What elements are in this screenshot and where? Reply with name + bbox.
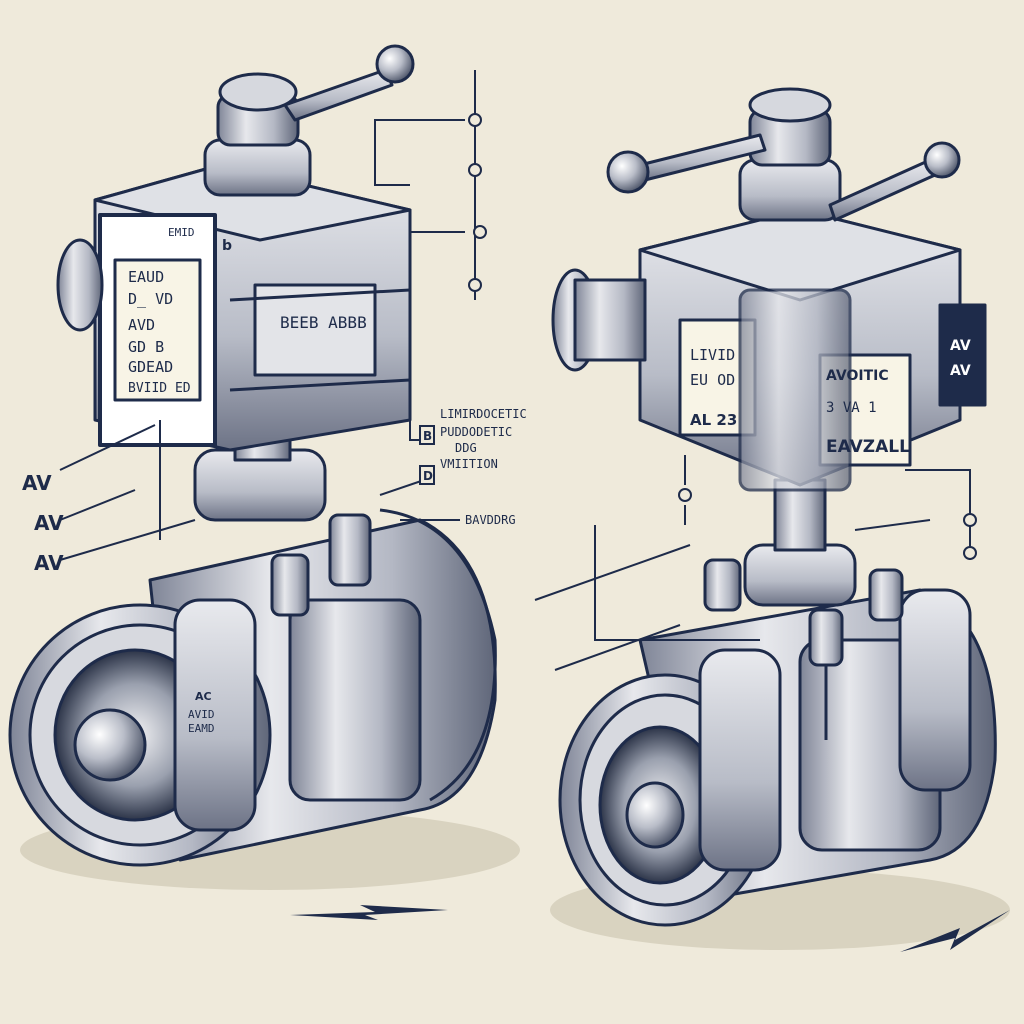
left-label-av-3: AV [34, 551, 64, 575]
left-valve [8, 44, 520, 890]
center-plate-label: BEEB ABBB [280, 313, 367, 332]
body-callout: BAVDDRG [465, 513, 516, 527]
side-tag-line-2: AV [950, 363, 971, 379]
left-plate-line-2: EU OD [690, 371, 735, 389]
right-plate-line-2: 3 VA 1 [826, 400, 877, 416]
side-plate-line-6: BVIID ED [128, 381, 191, 396]
callout-text-4: VMIITION [440, 457, 498, 471]
actuator-tag-top: EMID [168, 226, 195, 239]
callout-text-2: PUDDODETIC [440, 425, 512, 439]
left-plate-line-3: AL 23 [690, 411, 737, 429]
side-plate-line-5: GDEAD [128, 358, 173, 376]
right-valve [550, 87, 1010, 950]
callout-marker-4: D [423, 469, 433, 483]
callout-text-3: DDG [455, 441, 477, 455]
body-stamp-3: EAMD [188, 722, 215, 735]
right-plate-line-1: AVOITIC [826, 368, 889, 384]
left-callout-leaders [59, 70, 487, 920]
callout-marker-1: B [423, 429, 432, 443]
right-callout-leaders [534, 455, 1010, 952]
side-plate-line-3: AVD [128, 316, 155, 334]
body-stamp-1: AC [195, 690, 212, 703]
left-callouts: B LIMIRDOCETIC PUDDODETIC DDG D VMIITION… [22, 407, 527, 575]
left-label-av-1: AV [22, 471, 52, 495]
actuator-tag-small: b [222, 238, 232, 254]
right-plate-line-3: EAVZALL [826, 437, 910, 457]
left-plate-line-1: LIVID [690, 346, 735, 364]
callout-text-1: LIMIRDOCETIC [440, 407, 527, 421]
left-actuator-labels: EMID b EAUD D_ VD AVD GD B GDEAD BVIID E… [128, 226, 367, 735]
right-actuator-labels: LIVID EU OD AL 23 AVOITIC 3 VA 1 EAVZALL… [690, 338, 971, 457]
side-tag-line-1: AV [950, 338, 971, 354]
side-plate-line-2: D_ VD [128, 290, 173, 308]
side-plate-line-4: GD B [128, 338, 164, 356]
body-stamp-2: AVID [188, 708, 215, 721]
left-label-av-2: AV [34, 511, 64, 535]
side-plate-line-1: EAUD [128, 268, 164, 286]
